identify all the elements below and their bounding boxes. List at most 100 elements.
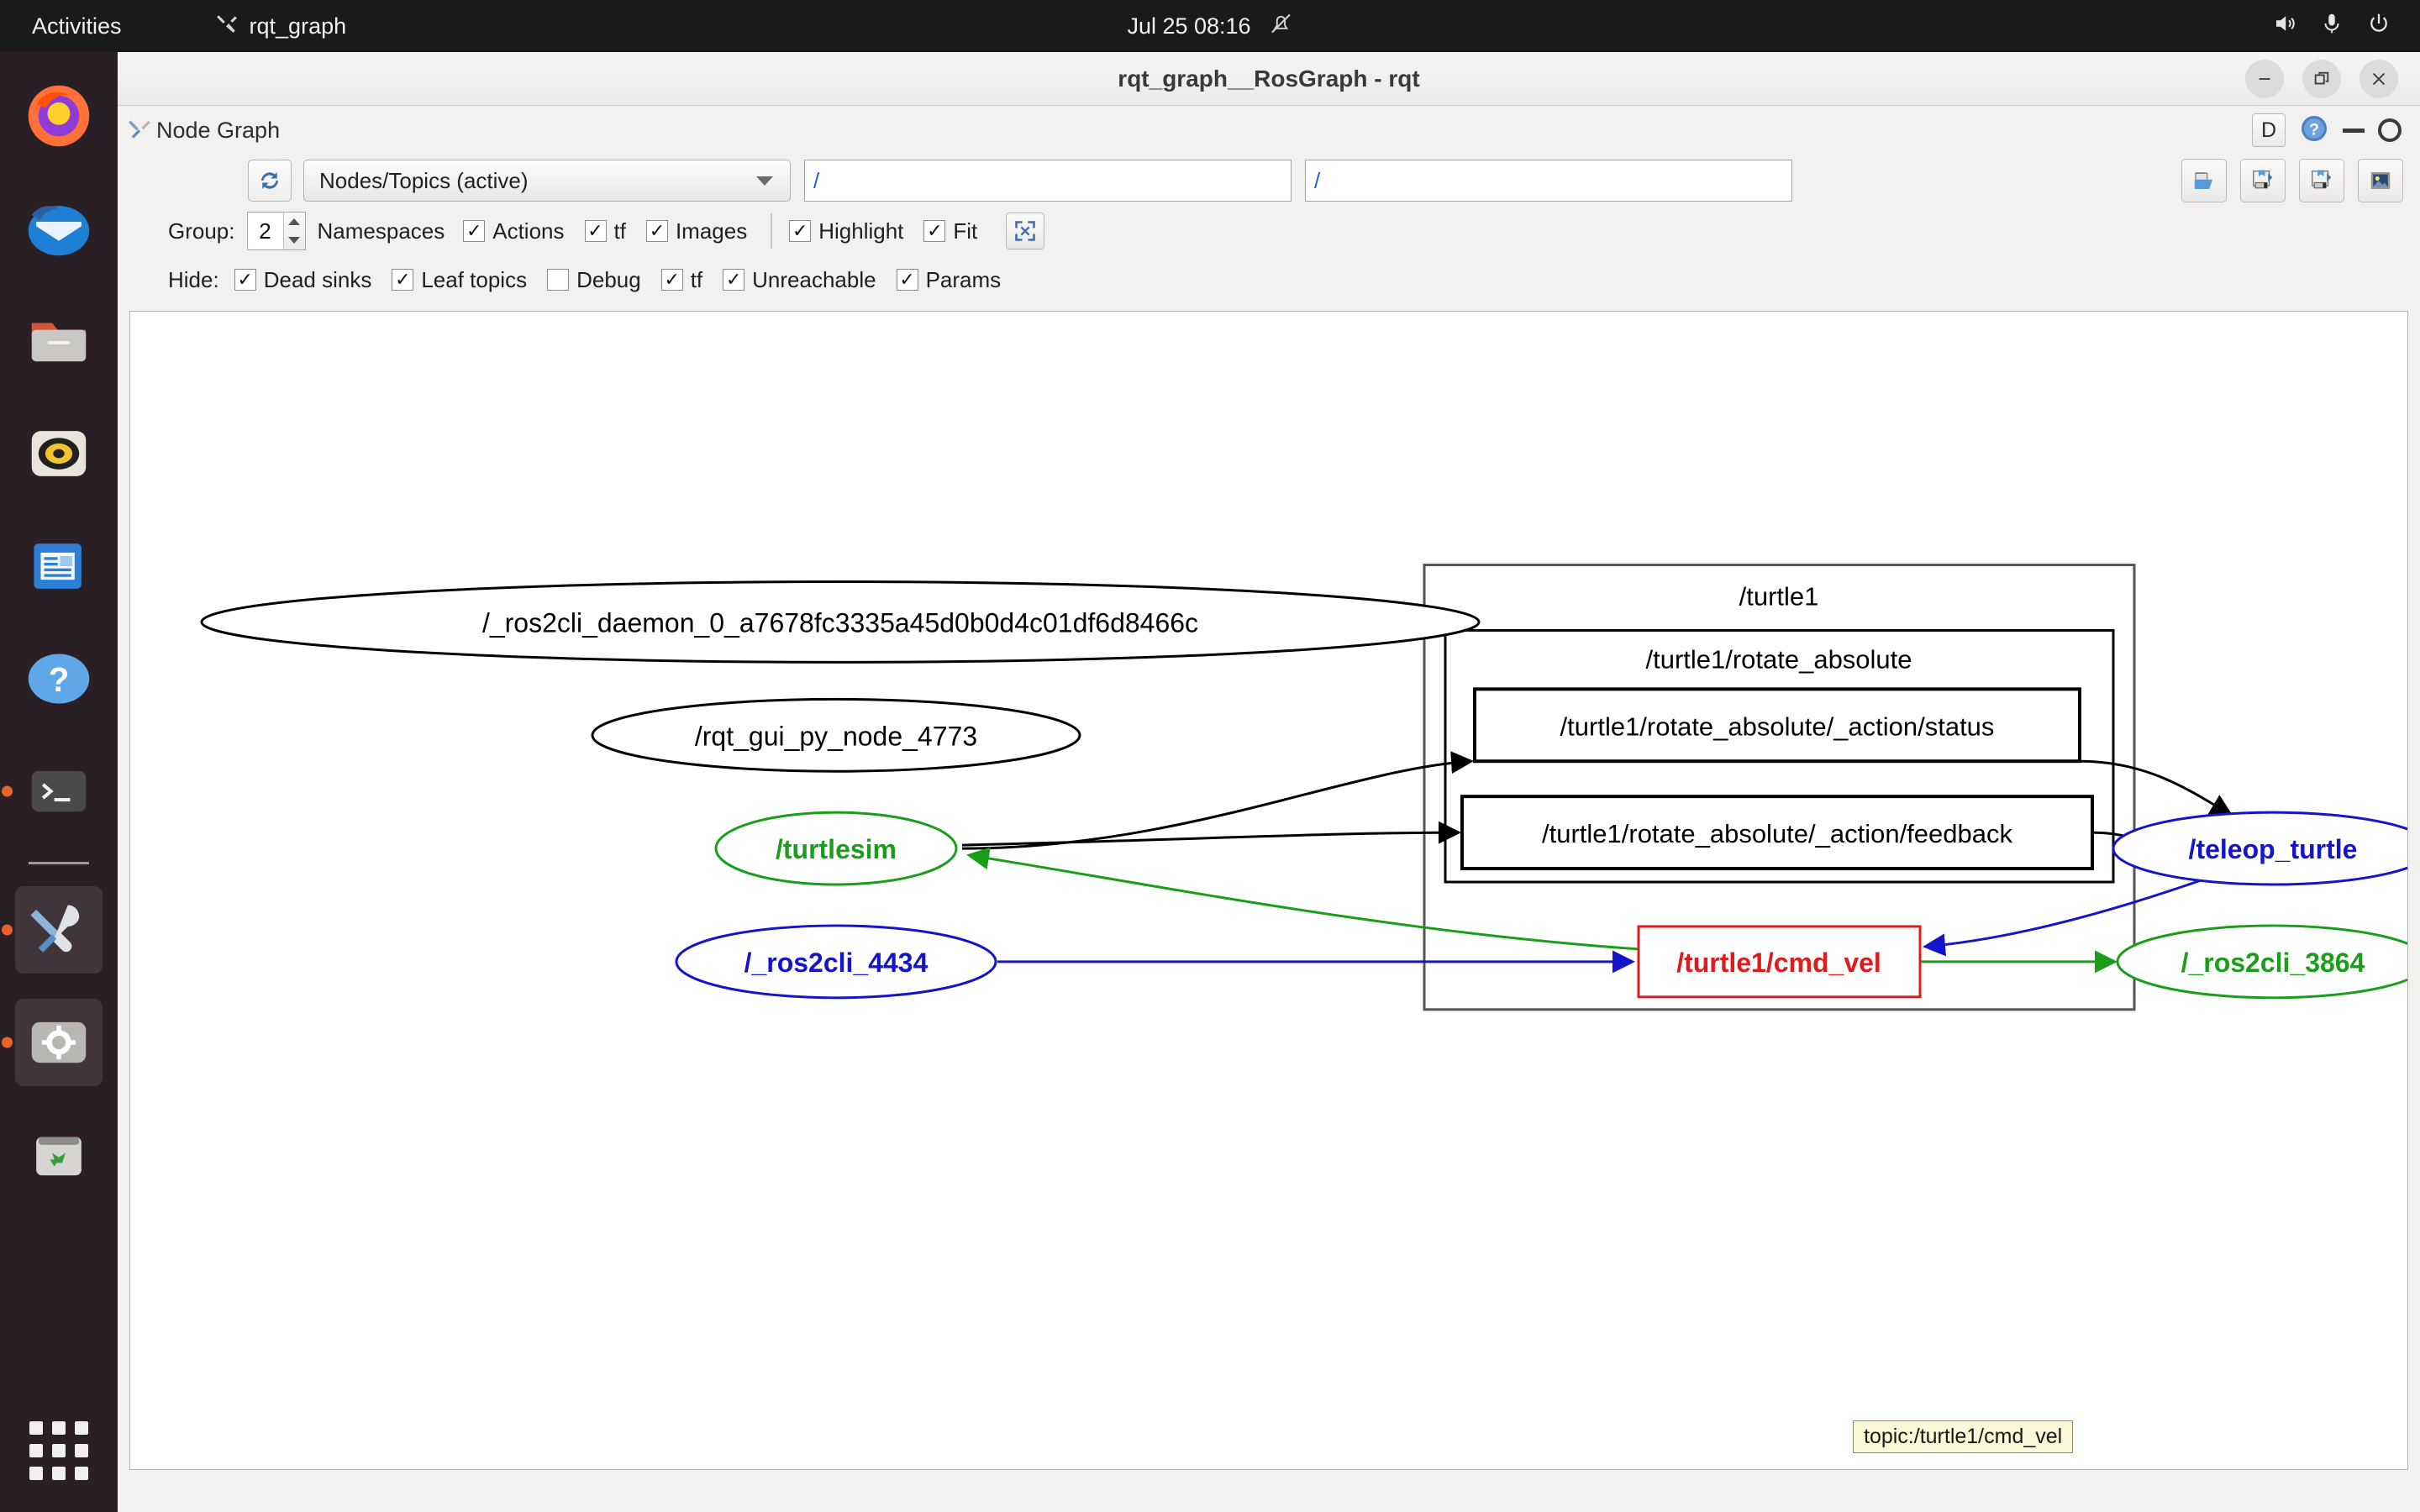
save-dot-button[interactable] [2240, 159, 2286, 202]
node-ros2cli-4434-label: /_ros2cli_4434 [744, 948, 929, 978]
checkbox-hide-tf-label: tf [690, 266, 703, 292]
cluster-rotate-absolute-label: /turtle1/rotate_absolute [1645, 644, 1912, 674]
dock-item-files[interactable] [15, 297, 103, 385]
checkbox-leaf-topics-label: Leaf topics [421, 266, 528, 292]
plugin-header-actions: D ? [2252, 113, 2402, 148]
dock-item-trash[interactable] [15, 1111, 103, 1199]
gnome-top-bar: Activities rqt_graph Jul 25 08:16 [0, 0, 2420, 52]
dock-toggle-button[interactable]: D [2252, 113, 2286, 147]
plugin-close-button[interactable] [2378, 118, 2402, 142]
checkbox-debug-box[interactable] [547, 269, 570, 291]
refresh-button[interactable] [248, 160, 292, 202]
checkbox-hide-tf-box[interactable]: ✓ [660, 269, 683, 291]
activities-button[interactable]: Activities [32, 13, 122, 39]
topic-feedback[interactable]: /turtle1/rotate_absolute/_action/feedbac… [1460, 795, 2094, 871]
focused-app-name: rqt_graph [249, 13, 347, 39]
topic-status[interactable]: /turtle1/rotate_absolute/_action/status [1473, 687, 2081, 764]
checkbox-unreachable[interactable]: ✓ Unreachable [723, 267, 876, 293]
checkbox-leaf-topics-box[interactable]: ✓ [392, 269, 414, 291]
checkbox-params-label: Params [925, 266, 1002, 292]
checkbox-hide-tf[interactable]: ✓ tf [660, 266, 703, 293]
checkbox-tf[interactable]: ✓ tf [584, 218, 626, 244]
node-rqt-gui-py[interactable]: /rqt_gui_py_node_4773 [591, 697, 1081, 773]
dock-item-rqt[interactable] [2, 886, 103, 974]
checkbox-fit[interactable]: ✓ Fit [923, 218, 977, 244]
dock-item-settings[interactable] [2, 999, 103, 1086]
window-title: rqt_graph__RosGraph - rqt [1118, 65, 1420, 92]
running-indicator [2, 785, 13, 797]
checkbox-highlight[interactable]: ✓ Highlight [789, 218, 903, 244]
node-turtle1-cmd-vel[interactable]: /turtle1/cmd_vel [1637, 925, 1922, 999]
checkbox-fit-label: Fit [953, 218, 978, 244]
checkbox-actions[interactable]: ✓ Actions [463, 218, 565, 244]
volume-icon [2272, 11, 2297, 42]
undock-button[interactable] [2343, 128, 2365, 133]
checkbox-fit-box[interactable]: ✓ [923, 220, 946, 242]
hide-label: Hide: [168, 266, 219, 292]
bell-muted-icon [1270, 12, 1293, 41]
maximize-button[interactable] [2302, 60, 2341, 98]
filter-exclude-input[interactable] [1305, 160, 1792, 202]
save-svg-button[interactable] [2299, 159, 2344, 202]
spin-up-icon[interactable] [288, 218, 300, 225]
topic-feedback-label: /turtle1/rotate_absolute/_action/feedbac… [1542, 819, 2012, 848]
dock-item-libreoffice-writer[interactable] [15, 522, 103, 610]
checkbox-actions-box[interactable]: ✓ [463, 220, 486, 242]
plugin-title: Node Graph [156, 117, 281, 143]
checkbox-params[interactable]: ✓ Params [896, 266, 1002, 293]
dock-separator [29, 862, 89, 864]
checkbox-dead-sinks-label: Dead sinks [263, 266, 372, 292]
edge-turtlesim-feedback [961, 821, 1461, 847]
group-spinbox[interactable]: 2 [246, 212, 306, 250]
focused-app-menu[interactable]: rqt_graph [216, 13, 347, 40]
edge-status-teleop [2079, 759, 2233, 816]
node-ros2cli-3864[interactable]: /_ros2cli_3864 [2116, 924, 2407, 1000]
minimize-button[interactable] [2245, 60, 2284, 98]
node-rqt-gui-py-label: /rqt_gui_py_node_4773 [695, 721, 977, 751]
spin-down-icon[interactable] [288, 237, 300, 244]
dock-item-thunderbird[interactable] [15, 185, 103, 272]
node-ros2cli-daemon[interactable]: /_ros2cli_daemon_0_a7678fc3335a45d0b0d4c… [200, 580, 1481, 664]
load-dot-button[interactable] [2181, 159, 2227, 202]
cluster-turtle1-label: /turtle1 [1739, 582, 1819, 612]
dock-item-terminal[interactable] [2, 748, 103, 835]
dock-item-firefox[interactable] [15, 72, 103, 160]
clock-text: Jul 25 08:16 [1127, 13, 1251, 39]
close-button[interactable] [2360, 60, 2398, 98]
node-teleop-turtle[interactable]: /teleop_turtle [2112, 811, 2407, 886]
checkbox-images[interactable]: ✓ Images [645, 218, 747, 244]
checkbox-dead-sinks[interactable]: ✓ Dead sinks [234, 266, 372, 293]
node-ros2cli-4434[interactable]: /_ros2cli_4434 [675, 924, 997, 1000]
filter-include-input[interactable] [804, 160, 1292, 202]
group-value: 2 [259, 218, 271, 244]
checkbox-highlight-box[interactable]: ✓ [789, 220, 812, 242]
svg-text:?: ? [49, 661, 70, 699]
checkbox-unreachable-box[interactable]: ✓ [723, 269, 745, 291]
cluster-rotate-absolute[interactable]: /turtle1/rotate_absolute [1444, 628, 2115, 884]
clock-menu[interactable]: Jul 25 08:16 [1127, 12, 1292, 41]
save-image-button[interactable] [2358, 159, 2403, 202]
checkbox-params-box[interactable]: ✓ [896, 269, 918, 291]
graph-type-value: Nodes/Topics (active) [319, 167, 529, 193]
checkbox-tf-box[interactable]: ✓ [584, 220, 607, 242]
show-applications-button[interactable] [29, 1421, 88, 1480]
checkbox-images-box[interactable]: ✓ [645, 220, 668, 242]
topic-status-label: /turtle1/rotate_absolute/_action/status [1560, 711, 1995, 741]
checkbox-leaf-topics[interactable]: ✓ Leaf topics [392, 267, 527, 293]
graph-canvas[interactable]: /turtle1 /turtle1/rotate_absolute /turtl… [129, 311, 2408, 1470]
fit-in-view-button[interactable] [1006, 213, 1045, 249]
graph-type-combo[interactable]: Nodes/Topics (active) [303, 160, 791, 202]
node-turtlesim[interactable]: /turtlesim [714, 811, 958, 886]
checkbox-dead-sinks-box[interactable]: ✓ [234, 269, 256, 291]
checkbox-debug[interactable]: Debug [547, 267, 641, 293]
window-controls [2245, 52, 2398, 106]
plugin-header: Node Graph D ? [118, 106, 2420, 155]
graph-hide-row: Hide: ✓ Dead sinks ✓ Leaf topics Debug ✓… [118, 255, 2420, 304]
system-tray[interactable] [2272, 11, 2391, 42]
help-icon[interactable]: ? [2299, 113, 2329, 148]
cluster-turtle1[interactable]: /turtle1 [1423, 564, 2136, 1011]
dock-item-rhythmbox[interactable] [15, 410, 103, 497]
edge-cmdvel-turtlesim [966, 847, 1639, 951]
dock-item-help[interactable]: ? [15, 635, 103, 722]
group-spin-arrows[interactable] [282, 213, 305, 249]
